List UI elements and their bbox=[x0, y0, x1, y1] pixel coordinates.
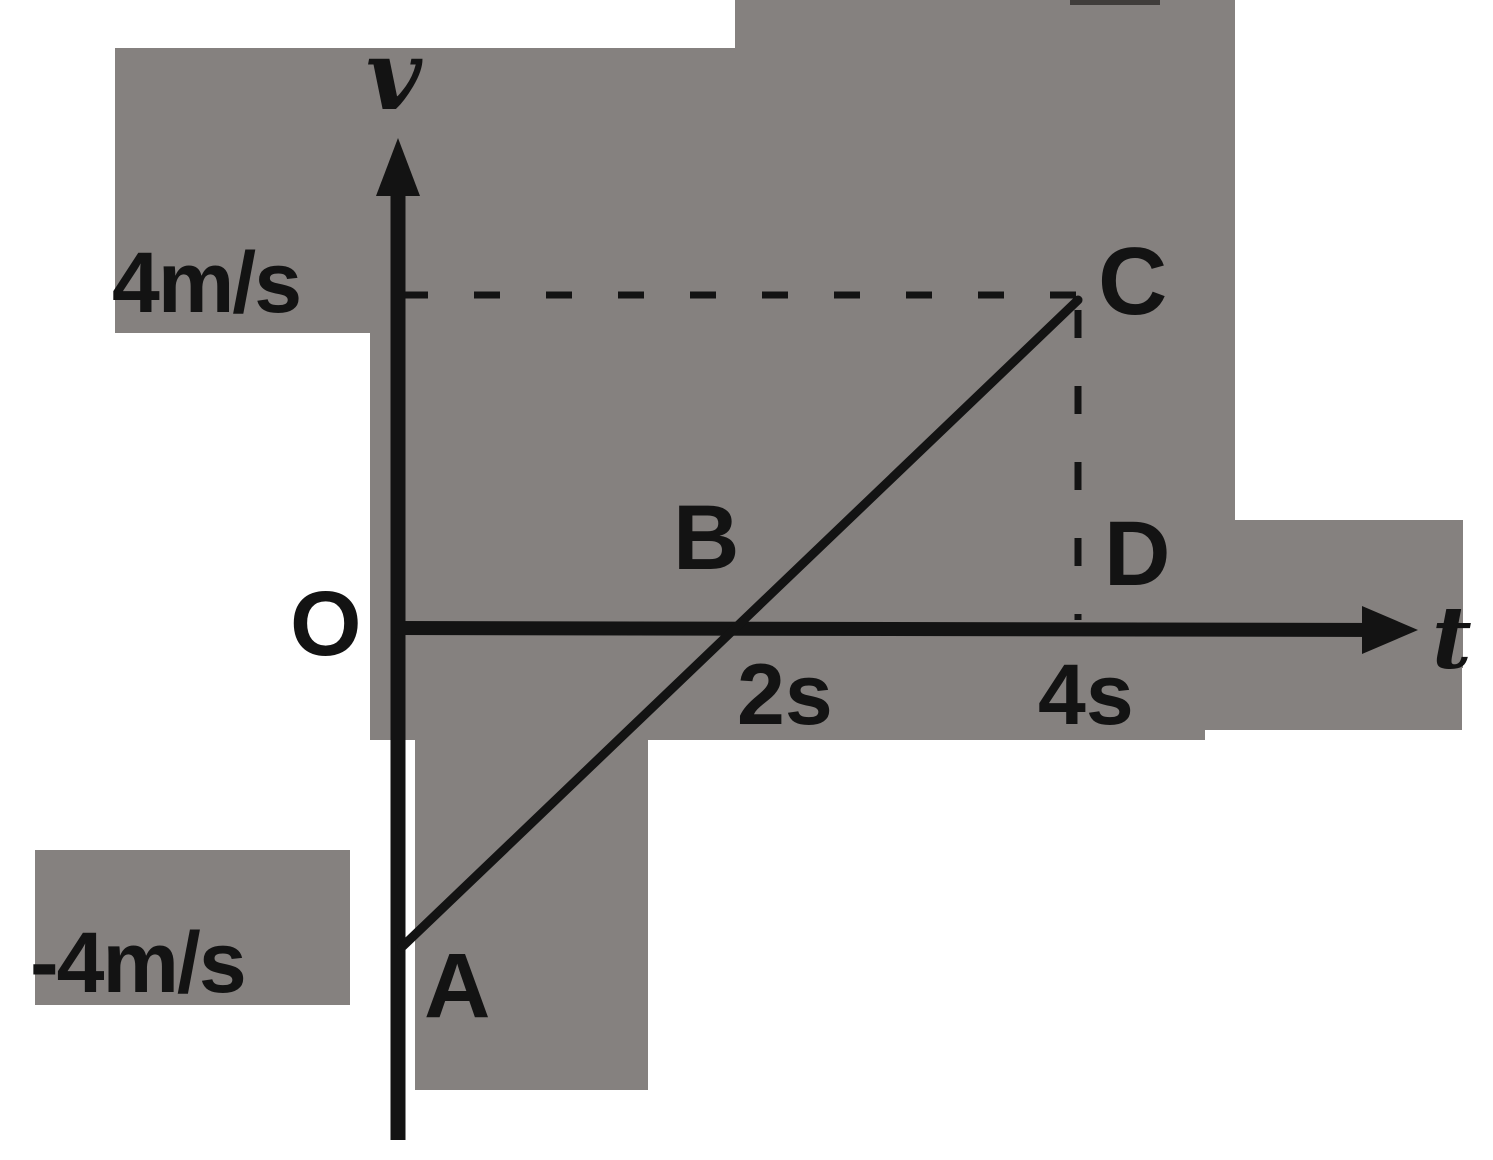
point-label-a: A bbox=[424, 935, 491, 1037]
point-label-origin: O bbox=[290, 573, 362, 675]
x-tick-label-4s: 4s bbox=[1038, 647, 1134, 743]
point-label-d: D bbox=[1104, 503, 1171, 605]
scan-tint-neg-label bbox=[35, 850, 350, 1005]
point-label-b: B bbox=[673, 487, 740, 589]
y-tick-label-negative: -4m/s bbox=[30, 915, 247, 1011]
scan-tint-main-body bbox=[370, 48, 735, 668]
t-axis-line bbox=[395, 621, 1391, 637]
scan-artifact-speck bbox=[1070, 0, 1160, 5]
t-axis-arrowhead bbox=[1362, 606, 1418, 654]
point-label-c: C bbox=[1098, 228, 1168, 335]
v-axis-label: v bbox=[366, 19, 422, 132]
x-tick-label-2s: 2s bbox=[737, 647, 833, 743]
velocity-line-ABC bbox=[397, 295, 1083, 952]
t-axis-label: t bbox=[1432, 588, 1472, 689]
v-axis-arrowhead bbox=[376, 138, 420, 196]
scan-tint-lower-left bbox=[415, 600, 648, 1090]
y-tick-label-positive: 4m/s bbox=[112, 235, 302, 331]
